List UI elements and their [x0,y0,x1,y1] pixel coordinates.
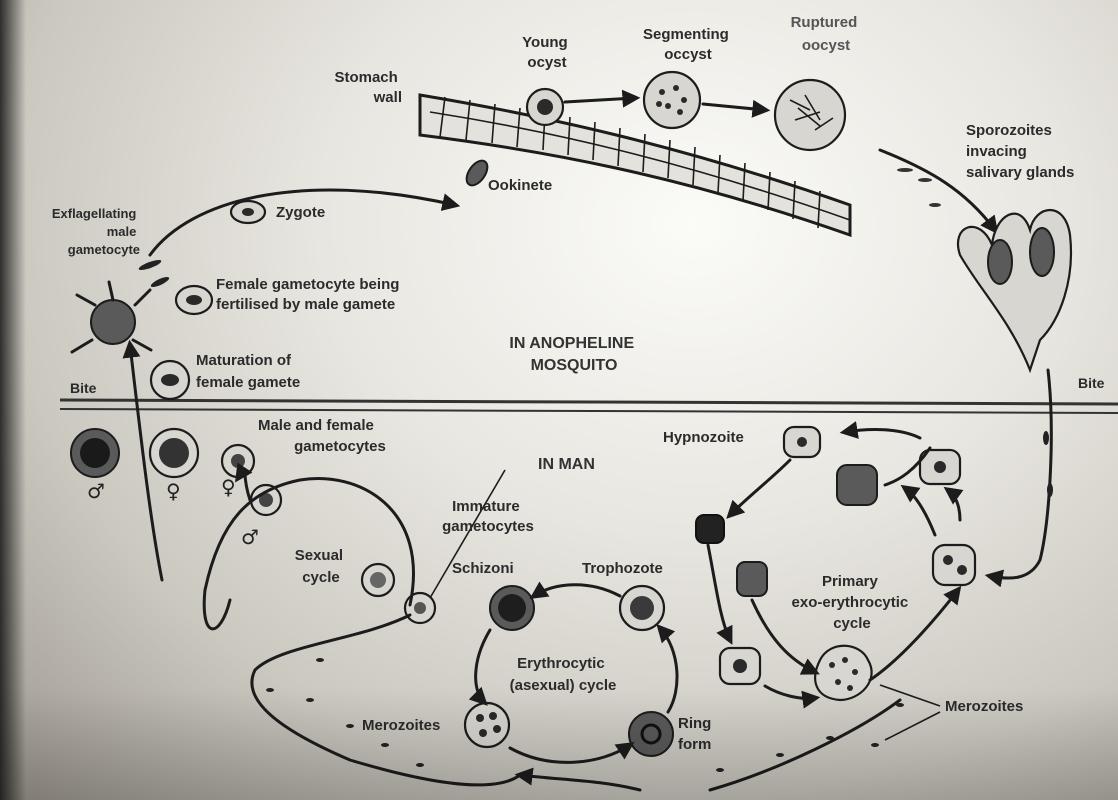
liver-cell-schizont-top [837,465,877,505]
label-stomach-wall: Stomach wall [334,69,402,106]
divider-line [60,400,1118,413]
salivary-gland-graphic [958,210,1071,370]
ring-form-cell [629,712,673,756]
ruptured-oocyst-cell [775,80,845,150]
male-gametocyte-cell [71,429,119,477]
label-maturation: Maturation of female gamete [196,352,300,391]
young-oocyst-cell [527,89,563,125]
label-young-oocyst: Young ocyst [522,34,572,71]
label-trophozote: Trophozote [582,560,663,577]
label-segmenting-occyst: Segmenting occyst [643,26,733,63]
liver-cell-bursting [815,646,871,700]
merozoite-specks [266,658,904,772]
label-merozoites-right: Merozoites [945,698,1023,715]
label-exflagellating: Exflagellating male gametocyte [52,206,140,257]
merozoites-cell [465,703,509,747]
label-merozoites-left: Merozoites [362,717,440,734]
male-symbol-2: ♂ [241,525,259,549]
segmenting-oocyst-cell [644,72,700,128]
female-symbol-2: ♀ [221,475,236,499]
zygote-cell [231,201,265,223]
label-male-female: Male and female gametocytes [258,417,386,455]
label-sexual-cycle: Sexual cycle [295,547,348,586]
liver-cell-dark-left [696,515,724,543]
sporozoite-specks [897,168,941,207]
label-hypnozoite: Hypnozoite [663,429,744,446]
label-in-man: IN MAN [538,456,595,473]
liver-cell-bottom-left [720,648,760,684]
liver-cell-right [933,545,975,585]
label-schizoni: Schizoni [452,560,514,577]
trophozoite-cell [620,586,664,630]
exflagellating-gametocyte-cell [72,282,151,352]
label-female-gametocyte: Female gametocyte being fertilised by ma… [216,276,404,313]
label-erythrocytic: Erythrocytic (asexual) cycle [510,655,617,694]
label-ring-form: Ring form [678,715,716,753]
label-bite-right: Bite [1078,375,1105,391]
label-primary-exo: Primary exo-erythrocytic cycle [792,573,913,632]
maturing-female-gamete-cell [151,361,189,399]
immature-gametocyte-a [362,564,394,596]
label-bite-left: Bite [70,380,97,396]
female-gametocyte-fertilised-cell [176,286,212,314]
label-sporozoites: Sporozoites invacing salivary glands [966,122,1074,181]
label-in-anopheline: IN ANOPHELINE MOSQUITO [509,335,638,374]
female-symbol-1: ♀ [166,479,181,503]
female-gametocyte-cell [150,429,198,477]
small-gametocyte-a [222,445,254,477]
label-zygote: Zygote [276,204,325,221]
label-ookinete: Ookinete [488,177,552,194]
male-symbol-1: ♂ [87,479,105,503]
liver-cell-dark-mid [737,562,767,596]
liver-cell-hypnozoite [784,427,820,457]
schizont-cell [490,586,534,630]
label-immature: Immature gametocytes [442,498,534,535]
label-ruptured-oocyst: Ruptured oocyst [791,14,862,54]
